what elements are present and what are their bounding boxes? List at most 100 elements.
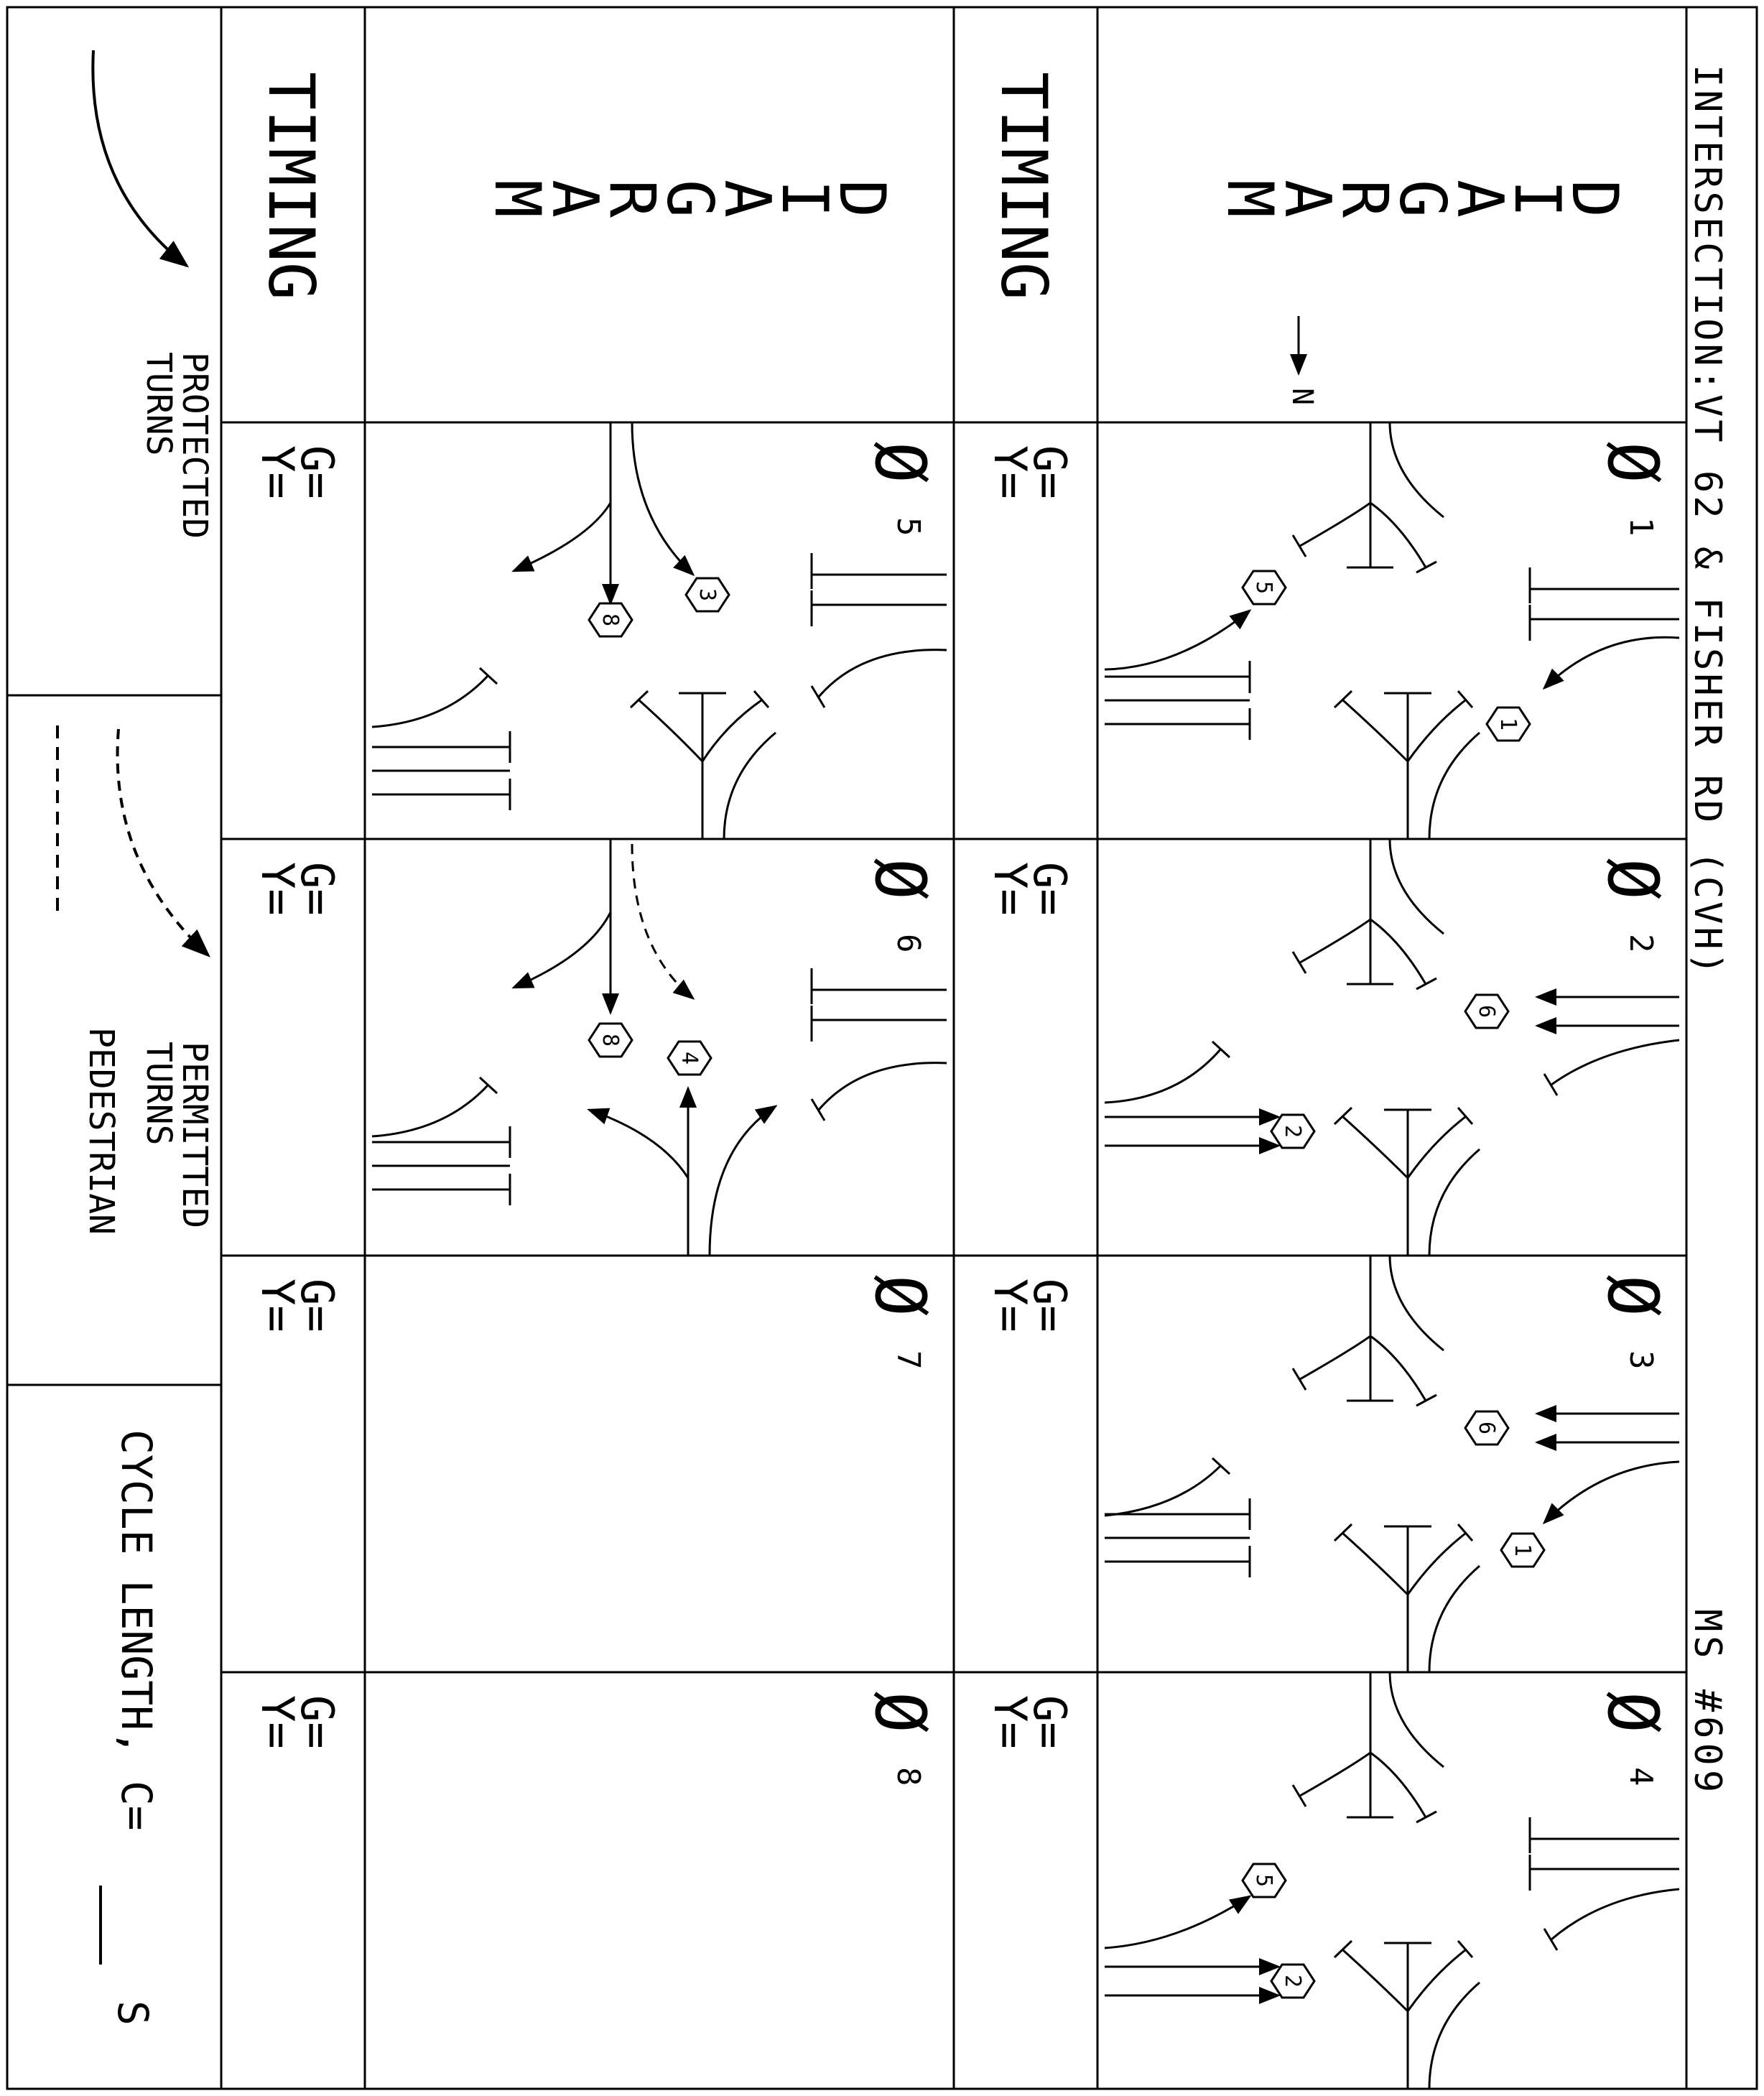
green-label: G= <box>291 1279 343 1332</box>
diagram-letter: D <box>825 180 899 218</box>
green-label: G= <box>1023 1279 1076 1332</box>
diagram-letter: G <box>1385 180 1459 218</box>
phase-1-diagram <box>1104 422 1680 840</box>
movement-badge: 4 <box>667 1040 712 1076</box>
svg-text:Ø: Ø <box>1592 1275 1673 1317</box>
svg-text:Ø: Ø <box>1592 1692 1673 1733</box>
yellow-label: Y= <box>984 1279 1036 1332</box>
svg-text:5: 5 <box>1251 1874 1276 1887</box>
phase-label-5: Ø 5 <box>860 442 940 537</box>
movement-badge: 8 <box>588 1022 633 1058</box>
timing-label-bottom: TIMING <box>254 72 328 300</box>
phase-number: 2 <box>1623 934 1659 953</box>
phase-label-3: Ø 3 <box>1592 1275 1673 1370</box>
svg-text:6: 6 <box>1474 1422 1499 1434</box>
movement-badge: 6 <box>1464 1410 1510 1446</box>
legend-permitted: PERMITTED TURNS PEDESTRIAN <box>56 725 215 1235</box>
permitted-label-line2: TURNS <box>139 1042 179 1146</box>
diagram-letter: A <box>1271 180 1345 218</box>
phase-label-8: Ø 8 <box>860 1692 940 1786</box>
protected-label-line1: PROTECTED <box>175 352 215 539</box>
intersection-title: INTERSECTION:VT 62 & FISHER RD (CVH) <box>1686 65 1729 978</box>
yellow-label: Y= <box>251 1695 304 1749</box>
svg-text:8: 8 <box>598 613 623 626</box>
svg-text:Ø: Ø <box>860 1692 940 1733</box>
pedestrian-label: PEDESTRIAN <box>81 1027 121 1235</box>
phase-2-diagram <box>1104 838 1680 1256</box>
svg-text:4: 4 <box>677 1052 702 1065</box>
phase-4-movement-badges: 5 2 <box>1241 1863 1316 1999</box>
diagram-letter: R <box>595 180 669 218</box>
movement-badge: 2 <box>1270 1113 1316 1149</box>
svg-text:8: 8 <box>598 1034 623 1047</box>
phase-3-movement-badges: 6 1 <box>1464 1410 1546 1568</box>
movement-badge: 6 <box>1464 993 1510 1029</box>
permitted-label-line1: PERMITTED <box>175 1042 215 1228</box>
diagram-letter: M <box>1213 180 1287 218</box>
yellow-label: Y= <box>984 1695 1036 1749</box>
svg-text:Ø: Ø <box>860 1275 940 1317</box>
green-label: G= <box>291 862 343 916</box>
phase-number: 1 <box>1623 517 1659 537</box>
svg-text:3: 3 <box>695 588 720 601</box>
green-label: G= <box>291 1695 343 1749</box>
phase-5-diagram <box>371 422 947 840</box>
phase-label-1: Ø 1 <box>1592 442 1673 537</box>
phase-1-movement-badges: 1 5 <box>1241 570 1531 742</box>
phase-label-6: Ø 6 <box>860 858 940 953</box>
svg-text:1: 1 <box>1510 1544 1535 1557</box>
diagram-letter: I <box>768 180 842 218</box>
phase-number: 5 <box>890 517 927 537</box>
diagram-letter: M <box>481 180 554 218</box>
cycle-unit-label: S <box>108 2000 157 2026</box>
phase-5-movement-badges: 3 8 <box>588 577 730 638</box>
phase-label-7: Ø 7 <box>860 1275 940 1370</box>
phase-number: 4 <box>1623 1767 1659 1786</box>
cycle-length-label: CYCLE LENGTH, C= <box>112 1429 161 1831</box>
green-label: G= <box>291 445 343 499</box>
movement-badge: 5 <box>1241 570 1287 606</box>
svg-text:2: 2 <box>1280 1125 1305 1138</box>
green-label: G= <box>1023 1695 1076 1749</box>
green-label: G= <box>1023 862 1076 916</box>
phase-number: 7 <box>890 1350 927 1370</box>
diagram-letter: D <box>1558 180 1632 218</box>
movement-badge: 5 <box>1241 1863 1287 1898</box>
phase-2-movement-badges: 6 2 <box>1270 993 1510 1149</box>
grid-lines <box>6 6 1758 2090</box>
legend-protected: PROTECTED TURNS <box>91 50 215 539</box>
diagram-letter: A <box>538 180 612 218</box>
svg-text:2: 2 <box>1280 1975 1305 1988</box>
svg-text:Ø: Ø <box>1592 442 1673 483</box>
phase-number: 3 <box>1623 1350 1659 1370</box>
diagram-letter: I <box>1500 180 1574 218</box>
svg-text:Ø: Ø <box>1592 858 1673 900</box>
diagram-letter: A <box>1443 180 1517 218</box>
movement-badge: 8 <box>588 602 633 638</box>
yellow-label: Y= <box>984 862 1036 916</box>
phase-labels: Ø 1 Ø 2 Ø 3 Ø 4 Ø 5 Ø 6 Ø 7 Ø 8 <box>860 442 1673 1786</box>
svg-text:Ø: Ø <box>860 858 940 900</box>
diagram-header-bottom: D I A G R A M <box>481 180 899 218</box>
yellow-label: Y= <box>251 862 304 916</box>
svg-text:1: 1 <box>1495 718 1521 731</box>
phase-label-2: Ø 2 <box>1592 858 1673 953</box>
yellow-label: Y= <box>984 445 1036 499</box>
yellow-label: Y= <box>251 1279 304 1332</box>
protected-label-line2: TURNS <box>139 352 179 456</box>
phase-label-4: Ø 4 <box>1592 1692 1673 1786</box>
yellow-label: Y= <box>251 445 304 499</box>
diagram-header-top: D I A G R A M <box>1213 180 1632 218</box>
diagram-letter: A <box>710 180 784 218</box>
diagram-letter: G <box>653 180 727 218</box>
timing-label-top: TIMING <box>987 72 1061 300</box>
north-arrow: N <box>1286 316 1319 405</box>
green-label: G= <box>1023 445 1076 499</box>
title-strip: INTERSECTION:VT 62 & FISHER RD (CVH) MS … <box>1686 65 1729 1796</box>
svg-text:Ø: Ø <box>860 442 940 483</box>
phase-6-movement-badges: 8 4 <box>588 1022 712 1076</box>
phase-3-diagram <box>1104 1255 1680 1673</box>
phase-number: 6 <box>890 934 927 953</box>
north-label: N <box>1286 388 1319 405</box>
